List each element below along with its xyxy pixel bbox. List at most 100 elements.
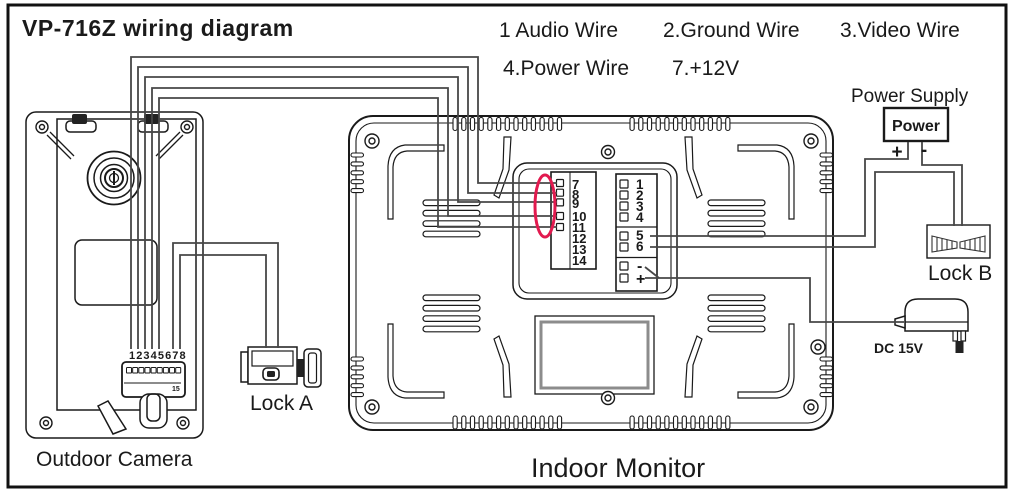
terminal-minus: - [637,258,642,275]
adapter-plug-tip-icon [955,341,964,353]
lock-a-top-panel [251,350,294,367]
terminal-number-5: 5 [636,228,644,243]
terminal-bay-outer [512,162,678,300]
terminal-number-1: 1 [636,177,644,192]
wire-plus-to-adapter [645,277,904,323]
lock-a-bolt-inner [307,352,318,384]
diagram-frame [6,3,1008,489]
power-minus-label: - [921,140,927,161]
terminal-screws-1-4 [619,179,629,222]
legend-video-wire: 3.Video Wire [840,19,960,42]
lock-b-device [926,224,991,259]
terminal-number-2: 2 [636,188,644,203]
kickstand-top-right [684,136,703,199]
lock-a-plate [240,351,249,383]
wire-camera-to-terminal-11 [158,97,557,349]
camera-screw-icon [180,120,194,134]
adapter-prong [952,330,959,342]
lock-a-coupler [297,359,304,377]
vent-bars-left-upper [422,199,481,238]
terminal-block-left [550,171,597,270]
camera-cable-wedge [96,400,128,435]
lock-a-label: Lock A [250,392,313,415]
camera-cable-strap-inner [146,393,161,422]
vent-bars-left-lower [422,294,481,333]
monitor-screw-icon [600,144,616,160]
wire-camera-to-lock-a-1 [172,242,279,349]
camera-lug-left-clip-icon [72,114,87,124]
terminal-number-4: 4 [636,210,644,225]
mount-bracket-bottom-right [737,323,795,399]
wire-camera-to-terminal-9 [144,76,557,349]
monitor-screw-icon [803,399,819,415]
screws [35,120,826,430]
terminal-screws-plus-minus [619,261,629,283]
terminal-number-12: 12 [572,231,586,246]
lock-b-striker-icon [931,235,986,253]
adapter-prong [960,330,967,342]
kickstand-top-left [493,136,512,199]
monitor-screw-icon [803,133,819,149]
indoor-monitor [348,115,834,431]
mount-bracket-top-left [387,144,445,220]
dc-adapter [894,298,969,353]
edge-slots-right-top [819,152,834,194]
highlight-ellipse [533,173,557,239]
kickstand-bottom-left [493,335,512,398]
lock-b-label: Lock B [928,262,992,285]
monitor-outer-shell [348,115,834,431]
lock-a-device [240,346,322,388]
camera-speaker-panel [74,239,158,306]
monitor-right-terminal-numbers: 1 2 3 4 5 6 - + [636,177,645,288]
terminal-number-10: 10 [572,209,586,224]
edge-slots-left-bottom [350,356,365,398]
camera-accent-right [155,131,184,160]
monitor-screw-icon [600,390,616,406]
terminal-screws-7-9 [555,178,565,207]
terminal-number-9: 9 [572,196,579,211]
wires [130,56,963,349]
vent-slots-top-left [452,116,563,132]
camera-accent-left [46,131,75,160]
monitor-left-terminal-numbers: 7 8 9 10 11 12 13 14 [572,177,587,268]
monitor-label-plate [534,315,655,395]
monitor-screw-icon [810,339,826,355]
camera-lens-icon [86,150,142,206]
outdoor-camera-caption: Outdoor Camera [36,448,193,471]
terminal-screws-10-11 [555,211,565,232]
wire-camera-to-lock-a-2 [179,254,267,349]
vent-bars-right-lower [707,294,766,333]
terminal-block-right [615,173,658,292]
monitor-label-plate-inner [539,320,650,390]
power-box-label: Power [892,118,940,135]
vent-slots-bottom-right [629,415,731,430]
terminal-number-14: 14 [572,253,587,268]
power-plus-label: + [891,142,902,163]
wire-terminal-6-to-lock-b [650,171,955,248]
dc-adapter-label: DC 15V [874,340,924,356]
terminal-number-8: 8 [572,187,579,202]
power-supply [882,106,950,143]
mount-bracket-top-right [737,144,795,220]
terminal-screws-5-6 [619,231,629,252]
wire-camera-to-terminal-8 [137,66,557,349]
camera-terminal-squares [126,367,182,374]
edge-slots-left-top [350,152,365,194]
vent-slots-bottom-left [452,415,563,430]
terminal-number-11: 11 [572,220,586,235]
legend-12v: 7.+12V [672,57,739,80]
legend-ground-wire: 2.Ground Wire [663,19,800,42]
mount-bracket-bottom-left [387,323,445,399]
power-supply-label: Power Supply [851,86,969,107]
monitor-screw-icon [364,133,380,149]
terminal-plus: + [636,271,645,288]
lock-a-keyway-slot-icon [267,371,275,377]
monitor-screw-icon [364,399,380,415]
vent-slots-top-right [629,116,731,132]
terminal-number-3: 3 [636,199,644,214]
camera-terminal-digits: 12345678 [129,350,187,362]
legend-power-wire: 4.Power Wire [503,57,629,80]
monitor-inner-shell [355,122,827,424]
